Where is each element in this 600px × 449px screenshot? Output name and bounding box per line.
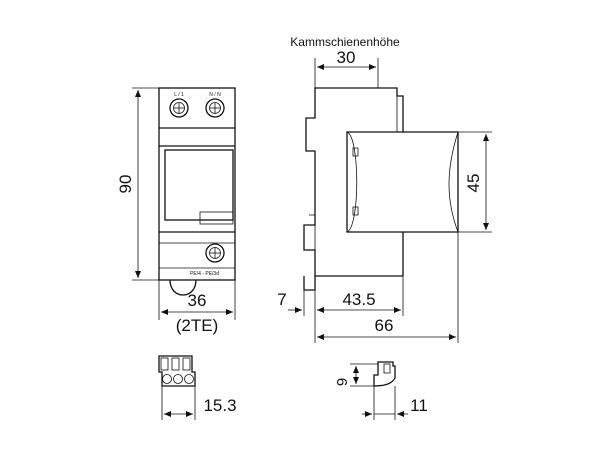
- terminal-label-left: L / 1: [174, 92, 184, 98]
- dim-height-label: 90: [116, 175, 135, 194]
- din-clip: [169, 279, 197, 296]
- plug-pin-icon: [173, 374, 183, 384]
- terminal-screw-bottom-icon: [205, 243, 225, 263]
- dim-depth-front-label: 43.5: [342, 290, 375, 309]
- plug-pin-icon: [162, 374, 172, 384]
- front-view: L / 1 N / N PE/4 - PE/3d 90 36 (2TE): [116, 87, 236, 335]
- din-rail-foot: [303, 276, 316, 291]
- dim-plug-side-height-label: 9: [334, 378, 351, 386]
- front-window: [164, 149, 234, 221]
- dim-depth-total-label: 66: [375, 316, 394, 335]
- terminal-screw-left-icon: [169, 98, 189, 118]
- dim-offset-label: 7: [277, 290, 286, 309]
- dim-plug-side-width-label: 11: [410, 396, 428, 415]
- side-housing: [303, 87, 404, 277]
- modules-label: (2TE): [176, 316, 219, 335]
- plug-module: [346, 131, 459, 233]
- plug-side-body: [373, 361, 396, 387]
- bottom-marking: PE/4 - PE/3d: [190, 271, 219, 277]
- front-housing: [158, 87, 236, 281]
- terminal-label-right: N / N: [209, 92, 221, 98]
- dim-width-label: 36: [188, 291, 207, 310]
- dim-module-label: 45: [464, 174, 483, 193]
- plug-pin-icon: [184, 374, 194, 384]
- plug-side-view: 9 11: [334, 361, 428, 420]
- side-view: Kammschienenhöhe 30 45 7 43.5 66: [277, 35, 492, 343]
- plug-front-view: 15.3: [158, 355, 237, 420]
- dim-busbar-label: 30: [337, 48, 356, 67]
- terminal-screw-right-icon: [205, 98, 225, 118]
- dim-plug-width-label: 15.3: [203, 396, 236, 415]
- busbar-caption: Kammschienenhöhe: [290, 35, 400, 49]
